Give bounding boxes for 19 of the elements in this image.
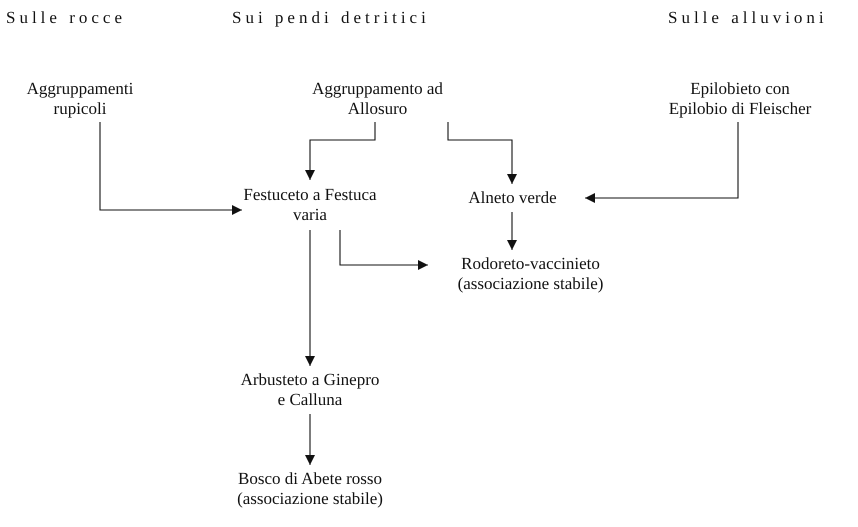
node-label: Rodoreto-vaccinieto (associazione stabile): [456, 254, 604, 294]
node-label: Epilobieto con Epilobio di Fleischer: [668, 79, 812, 119]
arrow: [447, 122, 517, 184]
column-heading: Sulle alluvioni: [668, 8, 828, 28]
node-label: Festuceto a Festuca varia: [242, 185, 378, 225]
arrow: [305, 414, 315, 465]
node-label: Arbusteto a Ginepro e Calluna: [240, 370, 380, 410]
arrow: [507, 212, 517, 250]
arrow: [585, 122, 739, 203]
node-label: Aggruppamenti rupicoli: [26, 79, 134, 119]
node-label: Bosco di Abete rosso (associazione stabile): [236, 469, 384, 509]
arrow: [339, 230, 428, 270]
column-heading: Sulle rocce: [6, 8, 126, 28]
arrow: [305, 122, 376, 180]
arrow: [305, 230, 315, 366]
node-label: Alneto verde: [468, 188, 557, 208]
node-label: Aggruppamento ad Allosuro: [311, 79, 444, 119]
arrow: [99, 122, 242, 215]
column-heading: Sui pendi detritici: [232, 8, 430, 28]
